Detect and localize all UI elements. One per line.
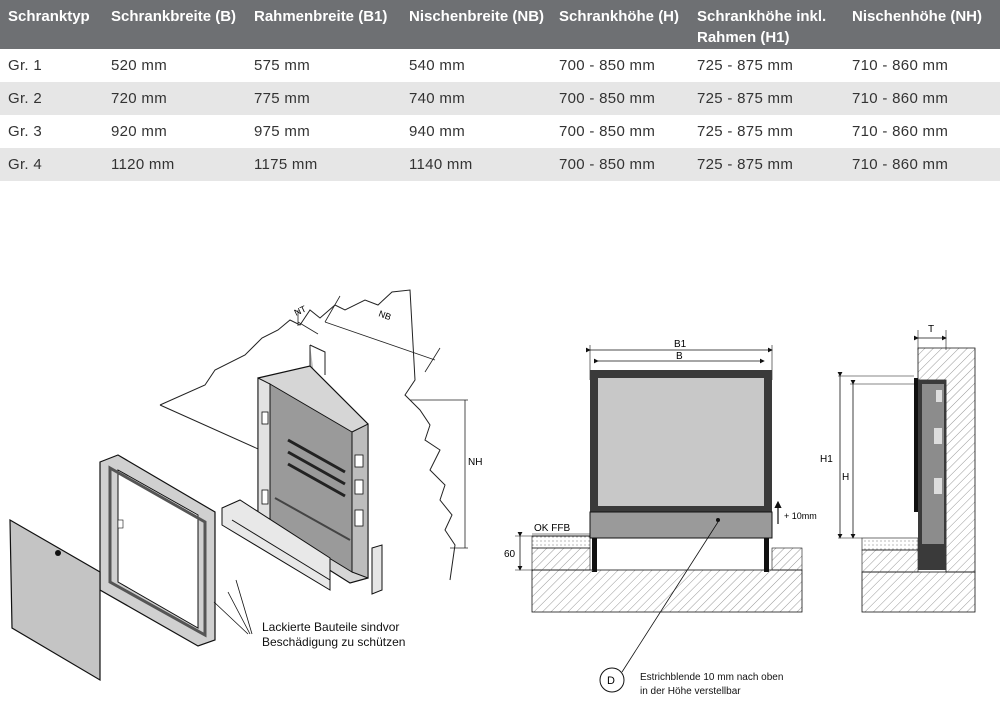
table-row: Gr. 2 720 mm 775 mm 740 mm 700 - 850 mm … (0, 82, 1000, 115)
table-cell: 720 mm (103, 82, 246, 115)
header-nischenbreite: Nischenbreite (NB) (401, 0, 551, 49)
table-row: Gr. 3 920 mm 975 mm 940 mm 700 - 850 mm … (0, 115, 1000, 148)
table-header-row: Schranktyp Schrankbreite (B) Rahmenbreit… (0, 0, 1000, 49)
table-cell: 1140 mm (401, 148, 551, 181)
dimension-table: Schranktyp Schrankbreite (B) Rahmenbreit… (0, 0, 1000, 181)
table-cell: 520 mm (103, 49, 246, 82)
label-b1: B1 (674, 339, 687, 350)
table-cell: Gr. 2 (0, 82, 103, 115)
header-schrankbreite: Schrankbreite (B) (103, 0, 246, 49)
table-cell: 725 - 875 mm (689, 82, 844, 115)
table-cell: Gr. 1 (0, 49, 103, 82)
table-cell: 700 - 850 mm (551, 148, 689, 181)
label-sixty: 60 (504, 549, 516, 560)
table-cell: 1120 mm (103, 148, 246, 181)
side-view (837, 330, 976, 613)
table-cell: 575 mm (246, 49, 401, 82)
table-row: Gr. 1 520 mm 575 mm 540 mm 700 - 850 mm … (0, 49, 1000, 82)
table-cell: 700 - 850 mm (551, 82, 689, 115)
header-schrankhoehe: Schrankhöhe (H) (551, 0, 689, 49)
table-cell: 725 - 875 mm (689, 115, 844, 148)
table-cell: 540 mm (401, 49, 551, 82)
table-cell: 725 - 875 mm (689, 148, 844, 181)
paint-warning-line1: Lackierte Bauteile sindvor (262, 620, 400, 634)
table-cell: 775 mm (246, 82, 401, 115)
header-rahmenbreite: Rahmenbreite (B1) (246, 0, 401, 49)
paint-warning-note: Lackierte Bauteile sindvor Beschädigung … (262, 620, 405, 650)
label-nt: NT (293, 303, 309, 317)
paint-warning-line2: Beschädigung zu schützen (262, 635, 406, 649)
label-h1: H1 (820, 454, 833, 465)
label-nb: NB (377, 308, 392, 322)
table-row: Gr. 4 1120 mm 1175 mm 1140 mm 700 - 850 … (0, 148, 1000, 181)
table-cell: 710 - 860 mm (844, 49, 1000, 82)
table-cell: 975 mm (246, 115, 401, 148)
table-cell: 920 mm (103, 115, 246, 148)
isometric-view (9, 289, 468, 682)
table-cell: 725 - 875 mm (689, 49, 844, 82)
table-cell: Gr. 3 (0, 115, 103, 148)
label-plus-10mm: + 10mm (784, 511, 817, 521)
label-b: B (676, 351, 683, 362)
table-cell: 1175 mm (246, 148, 401, 181)
table-cell: 940 mm (401, 115, 551, 148)
header-nischenhoehe: Nischenhöhe (NH) (844, 0, 1000, 49)
screed-panel-line1: Estrichblende 10 mm nach oben (640, 672, 784, 683)
header-schrankhoehe-rahmen: Schrankhöhe inkl. Rahmen (H1) (689, 0, 844, 49)
label-t: T (928, 324, 934, 335)
label-nh: NH (468, 457, 482, 468)
screed-panel-note: Estrichblende 10 mm nach oben in der Höh… (640, 671, 783, 699)
label-d: D (607, 675, 615, 687)
table-cell: 710 - 860 mm (844, 148, 1000, 181)
header-schranktyp: Schranktyp (0, 0, 103, 49)
table-cell: 700 - 850 mm (551, 49, 689, 82)
label-ok-ffb: OK FFB (534, 523, 570, 534)
table-cell: 710 - 860 mm (844, 115, 1000, 148)
table-cell: Gr. 4 (0, 148, 103, 181)
table-cell: 740 mm (401, 82, 551, 115)
table-cell: 710 - 860 mm (844, 82, 1000, 115)
front-view (515, 345, 803, 693)
screed-panel-line2: in der Höhe verstellbar (640, 686, 741, 697)
label-h: H (842, 472, 849, 483)
table-cell: 700 - 850 mm (551, 115, 689, 148)
